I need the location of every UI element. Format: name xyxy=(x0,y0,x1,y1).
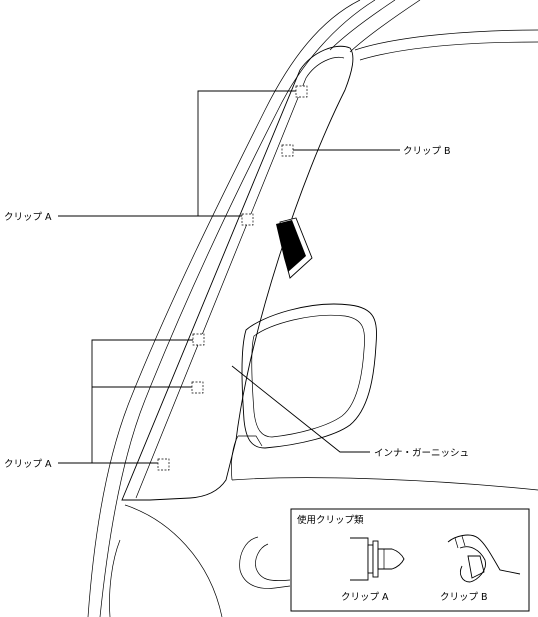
clip-markers xyxy=(157,85,308,471)
clip-legend-box: 使用クリップ類 クリップ A クリップ B xyxy=(290,508,530,612)
label-clip-a-lower: クリップ A xyxy=(4,459,52,470)
inner-garnish xyxy=(121,45,354,501)
leader-lines xyxy=(58,90,400,464)
mirror-outline xyxy=(241,303,377,449)
clip-b-illustration xyxy=(447,534,521,583)
clip-a-marker-2 xyxy=(241,213,254,226)
removal-arrow xyxy=(276,217,313,279)
label-clip-b: クリップ B xyxy=(403,146,451,157)
clip-a-marker-3 xyxy=(192,333,205,346)
clip-b-marker xyxy=(281,144,294,157)
clip-a-marker-1 xyxy=(295,85,308,98)
label-clip-a-upper: クリップ A xyxy=(4,212,52,223)
legend-title: 使用クリップ類 xyxy=(297,514,364,526)
legend-clip-b-label: クリップ B xyxy=(440,592,488,603)
clip-a-marker-4 xyxy=(191,381,204,394)
label-inner-garnish: インナ・ガーニッシュ xyxy=(374,448,469,459)
clip-a-marker-5 xyxy=(157,458,170,471)
lower-body xyxy=(124,477,538,617)
clip-a-illustration xyxy=(350,537,405,581)
legend-clip-a-label: クリップ A xyxy=(341,592,389,603)
